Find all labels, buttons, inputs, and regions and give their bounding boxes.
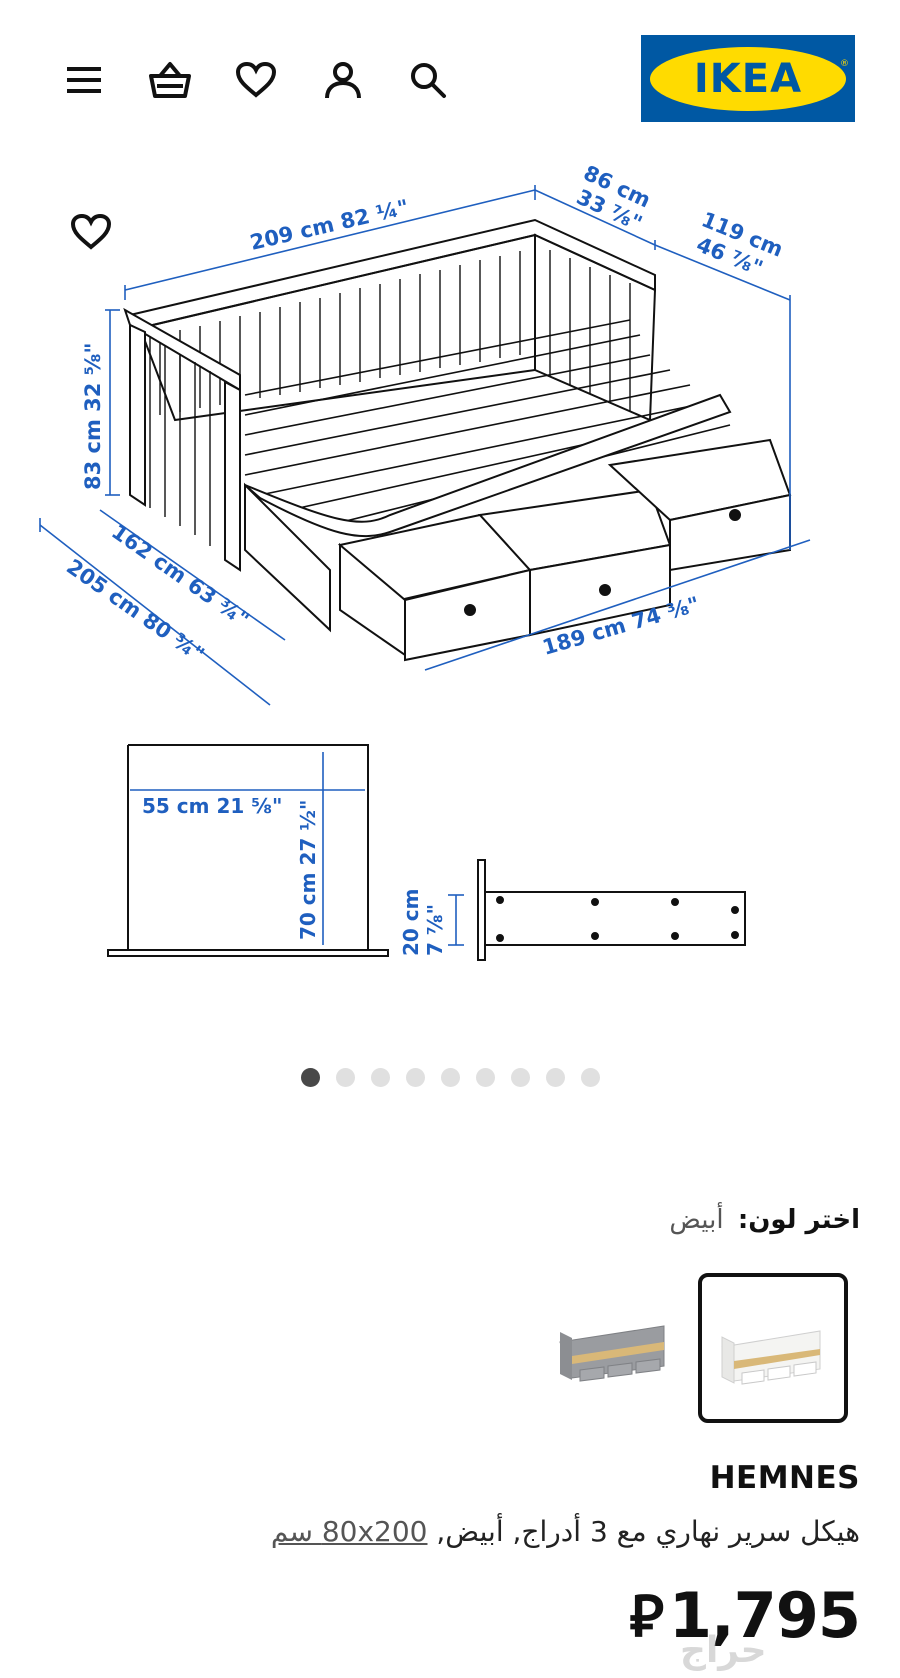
product-description: هيكل سرير نهاري مع 3 أدراج, أبيض, 80x200… [271, 1515, 860, 1548]
product-brand: HEMNES [709, 1460, 860, 1496]
product-size-link[interactable]: 80x200 سم [270, 1515, 428, 1548]
logo-oval: IKEA [650, 46, 846, 111]
color-value: أبيض [669, 1205, 724, 1235]
product-description-text: هيكل سرير نهاري مع 3 أدراج, أبيض, [427, 1515, 860, 1548]
swatch-grey[interactable] [550, 1280, 676, 1410]
menu-icon[interactable] [55, 50, 115, 110]
basket-icon[interactable] [140, 50, 200, 110]
gallery-dot-4[interactable] [405, 1068, 425, 1087]
gallery-dot-5[interactable] [440, 1068, 460, 1087]
dim-width-top: 209 cm 82 ¼" [248, 195, 411, 255]
product-dimension-drawing: 209 cm 82 ¼" 86 cm 33 ⅞" 119 cm 46 ⅞" 83… [39, 161, 811, 961]
product-price: ⃁ 1,795 [629, 1578, 861, 1653]
logo-registered-mark: ® [840, 59, 849, 69]
user-icon[interactable] [313, 50, 373, 110]
gallery-dot-9[interactable] [580, 1068, 600, 1087]
top-bar: IKEA ® [0, 0, 900, 150]
dim-height-left: 83 cm 32 ⅝" [81, 343, 105, 490]
color-label: اختر لون: [737, 1205, 860, 1235]
gallery-dot-3[interactable] [370, 1068, 390, 1087]
add-to-favourites-icon[interactable] [64, 205, 118, 259]
dim-drawer-inner-h: 70 cm 27 ½" [296, 800, 320, 940]
watermark: حراج [680, 1630, 767, 1671]
heart-icon[interactable] [226, 50, 286, 110]
swatch-white[interactable] [698, 1273, 848, 1423]
dim-drawer-depth: 55 cm 21 ⅝" [142, 794, 282, 818]
search-icon[interactable] [398, 50, 458, 110]
dim-drawer-height-in: 7 ⅞" [423, 904, 447, 956]
color-selector[interactable]: اختر لون: أبيض [669, 1205, 860, 1235]
currency-symbol: ⃁ [629, 1582, 663, 1650]
gallery-dot-8[interactable] [545, 1068, 565, 1087]
price-value: 1,795 [668, 1579, 861, 1652]
gallery-pagination [0, 1068, 900, 1088]
gallery-dot-1[interactable] [300, 1068, 320, 1087]
gallery-dot-2[interactable] [335, 1068, 355, 1087]
gallery-dot-7[interactable] [510, 1068, 530, 1087]
ikea-logo[interactable]: IKEA ® [641, 35, 855, 122]
dim-drawer-height-cm: 20 cm [399, 889, 423, 957]
gallery-dot-6[interactable] [475, 1068, 495, 1087]
logo-text: IKEA [693, 55, 803, 102]
